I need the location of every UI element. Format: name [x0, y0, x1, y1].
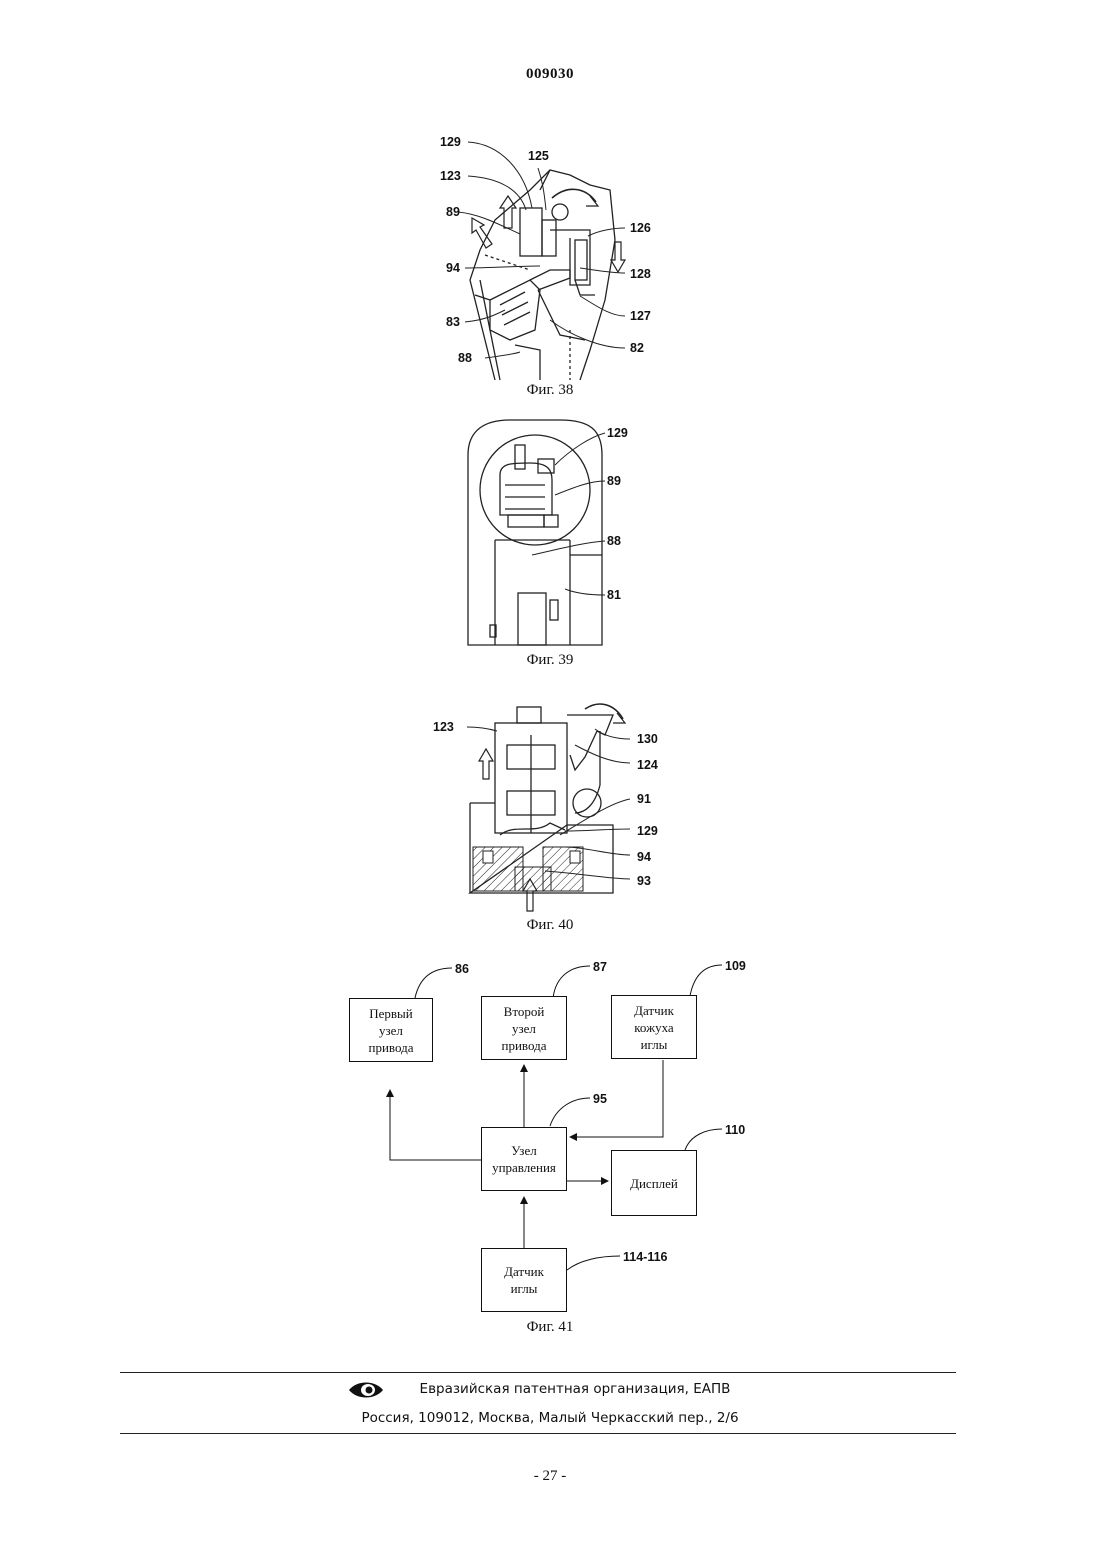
block-first-drive-unit: Первый узел привода: [349, 998, 433, 1062]
footer-top-rule: [120, 1372, 956, 1373]
footer-organization: Евразийская патентная организация, ЕАПВ: [0, 1381, 1100, 1397]
block-control-unit: Узел управления: [481, 1127, 567, 1191]
block-display: Дисплей: [611, 1150, 697, 1216]
block-second-drive-unit: Второй узел привода: [481, 996, 567, 1060]
figure-41-caption: Фиг. 41: [0, 1319, 1100, 1336]
label-95: 95: [593, 1092, 607, 1106]
footer-bottom-rule: [120, 1433, 956, 1434]
label-114-116: 114-116: [623, 1250, 668, 1264]
label-110: 110: [725, 1123, 745, 1137]
footer-address: Россия, 109012, Москва, Малый Черкасский…: [0, 1410, 1100, 1426]
label-86: 86: [455, 962, 469, 976]
page-number: - 27 -: [0, 1468, 1100, 1485]
block-needle-cover-sensor: Датчик кожуха иглы: [611, 995, 697, 1059]
block-needle-sensor: Датчик иглы: [481, 1248, 567, 1312]
label-87: 87: [593, 960, 607, 974]
label-109: 109: [725, 959, 746, 973]
